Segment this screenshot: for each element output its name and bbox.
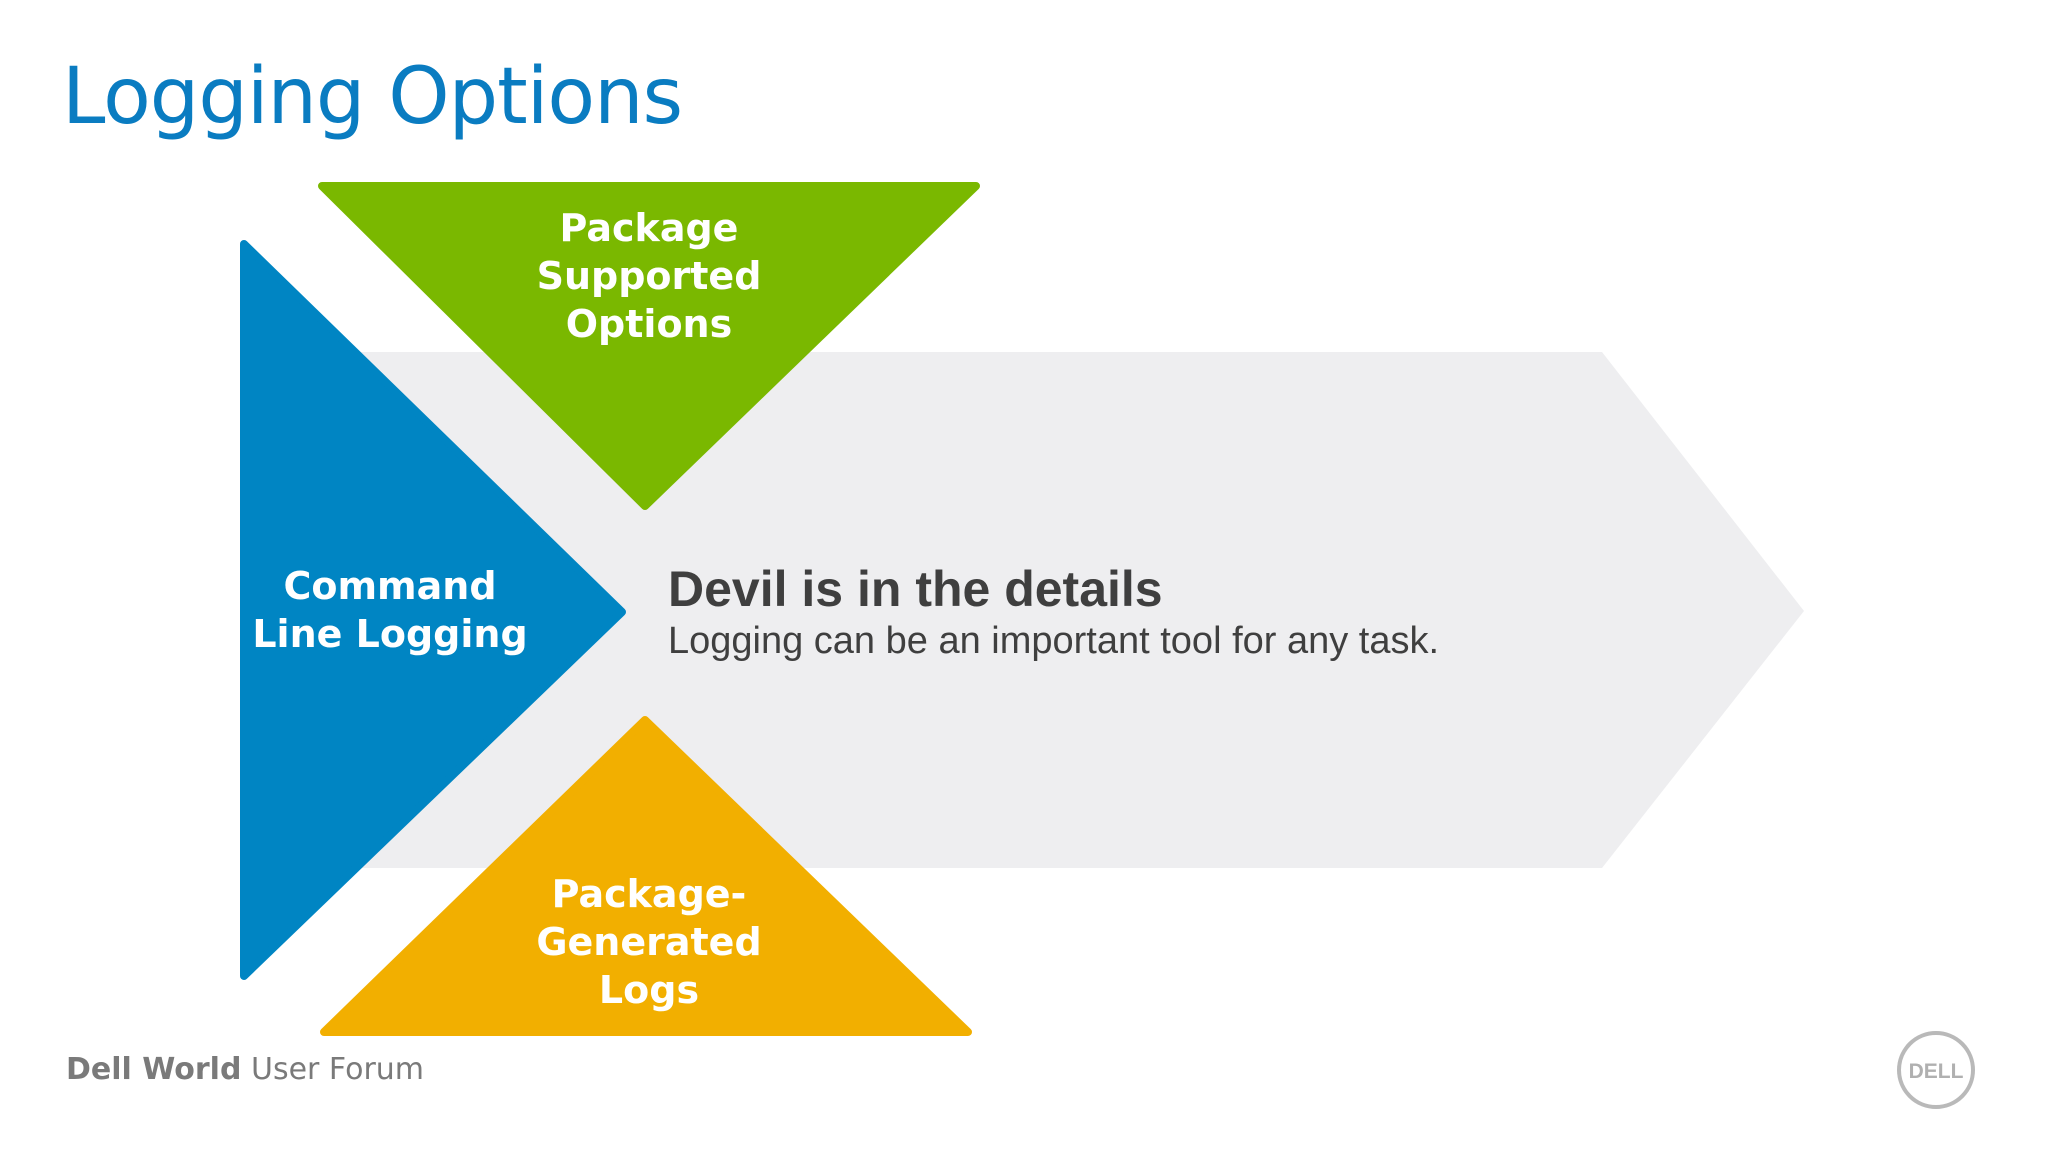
left-label-line-1: Command (283, 564, 497, 608)
detail-body: Logging can be an important tool for any… (668, 620, 1440, 662)
top-label-line-2: Supported (536, 254, 762, 298)
bottom-triangle-label: Package- Generated Logs (469, 870, 829, 1014)
dell-logo-icon: DELL (1897, 1031, 1975, 1109)
left-triangle-label: Command Line Logging (210, 562, 570, 658)
slide-title: Logging Options (62, 52, 683, 142)
bottom-triangle-shape (320, 716, 972, 1036)
dell-logo-text: DELL (1909, 1060, 1964, 1083)
top-triangle-label: Package Supported Options (469, 204, 829, 348)
top-triangle-shape (318, 182, 980, 510)
detail-heading: Devil is in the details (668, 561, 1163, 617)
left-label-line-2: Line Logging (252, 612, 528, 656)
footer-subtitle: User Forum (251, 1052, 425, 1087)
top-label-line-3: Options (565, 302, 733, 346)
bottom-label-line-2: Generated (536, 920, 762, 964)
top-label-line-1: Package (559, 206, 739, 250)
bottom-label-line-1: Package- (551, 872, 747, 916)
left-triangle-shape (240, 240, 626, 980)
footer-brand: Dell World (66, 1052, 242, 1087)
bottom-label-line-3: Logs (598, 968, 700, 1012)
footer: Dell World User Forum (66, 1052, 424, 1087)
